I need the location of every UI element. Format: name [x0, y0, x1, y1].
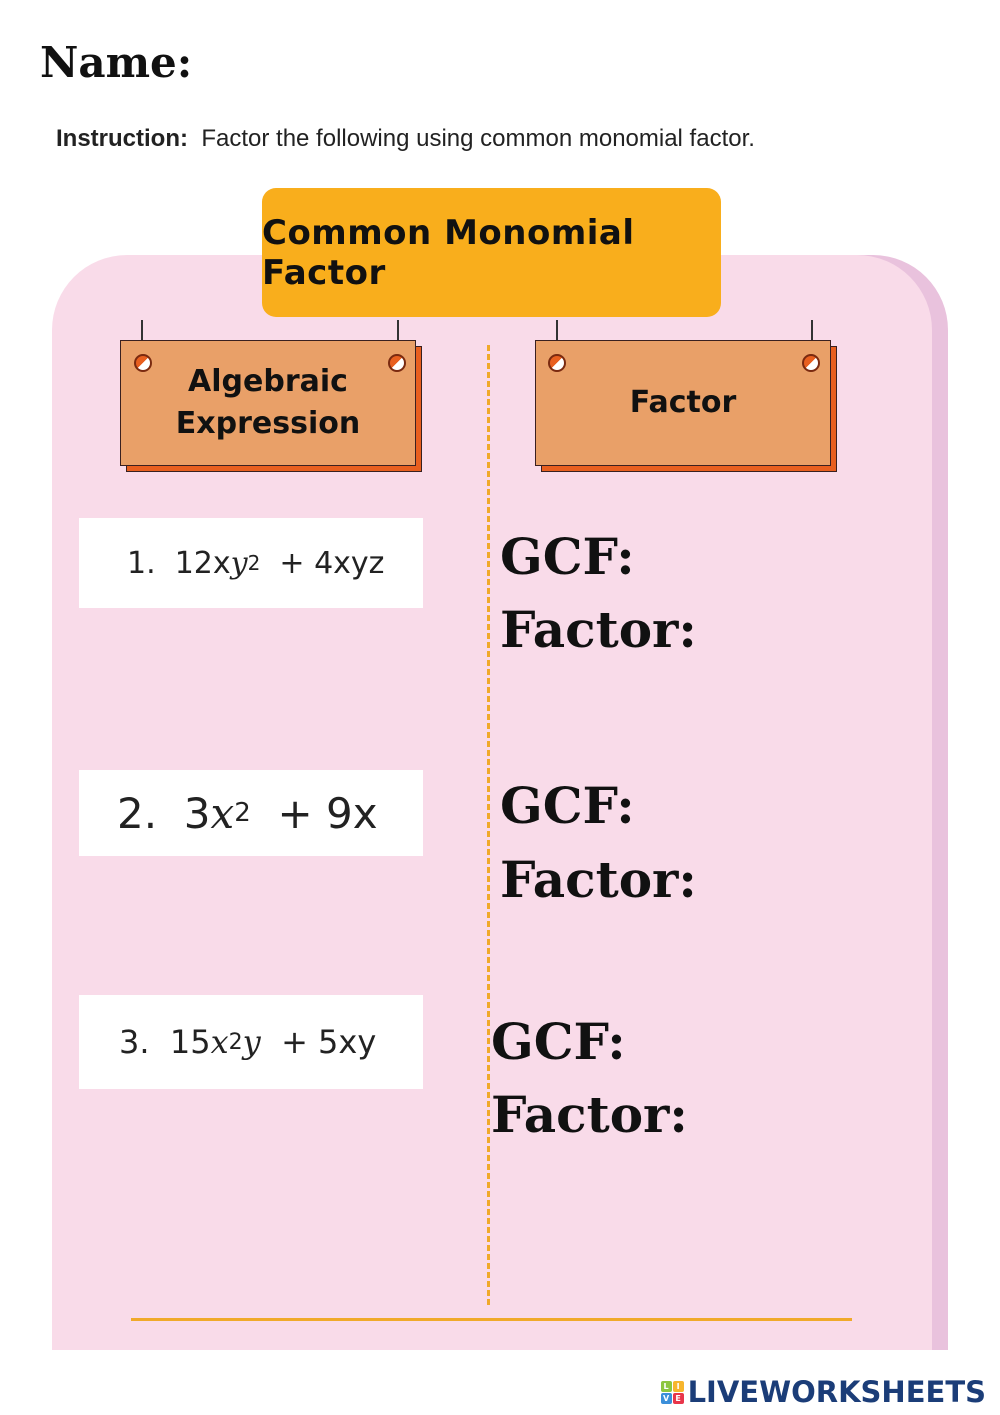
var: x: [210, 1023, 229, 1061]
pin-icon: [134, 354, 152, 372]
gcf-label: GCF:: [500, 776, 635, 835]
instruction-label: Instruction:: [56, 125, 188, 152]
logo-tile: I: [672, 1380, 684, 1392]
bottom-rule: [131, 1318, 852, 1321]
logo-text: LIVEWORKSHEETS: [687, 1375, 986, 1409]
factor-label: Factor:: [491, 1085, 688, 1144]
coef: 15: [169, 1023, 211, 1061]
instruction: Instruction: Factor the following using …: [56, 125, 755, 153]
factor-label: Factor:: [500, 600, 697, 659]
logo-tile: L: [660, 1380, 672, 1392]
logo-tile: E: [672, 1392, 684, 1404]
var: y: [242, 1023, 261, 1061]
gcf-label: GCF:: [491, 1012, 626, 1071]
name-label: Name:: [40, 38, 193, 87]
pin-icon: [548, 354, 566, 372]
rest: + 4xyz: [279, 545, 385, 581]
rest: + 5xy: [281, 1023, 377, 1061]
logo-tile: V: [660, 1392, 672, 1404]
factor-label: Factor:: [500, 850, 697, 909]
var: y: [230, 545, 248, 581]
coef: 3: [183, 788, 211, 838]
liveworksheets-logo: L I V E LIVEWORKSHEETS: [660, 1375, 986, 1409]
instruction-text: Factor the following using common monomi…: [201, 125, 755, 152]
rest: + 9x: [277, 788, 378, 838]
column-divider: [487, 345, 490, 1305]
item-number: 2.: [117, 788, 158, 838]
worksheet-title: Common Monomial Factor: [262, 188, 721, 317]
exponent: 2: [228, 1029, 243, 1055]
header-line: Algebraic: [188, 364, 348, 399]
gcf-label: GCF:: [500, 527, 635, 586]
var: x: [210, 788, 235, 838]
logo-icon: L I V E: [660, 1380, 684, 1404]
column-header-factor: Factor: [535, 340, 831, 466]
exponent: 2: [234, 798, 251, 828]
item-number: 1.: [127, 545, 156, 581]
header-line: Expression: [175, 406, 361, 441]
pin-icon: [802, 354, 820, 372]
pin-icon: [388, 354, 406, 372]
coef: 12x: [174, 545, 231, 581]
item-number: 3.: [119, 1023, 150, 1061]
exponent: 2: [247, 551, 261, 575]
